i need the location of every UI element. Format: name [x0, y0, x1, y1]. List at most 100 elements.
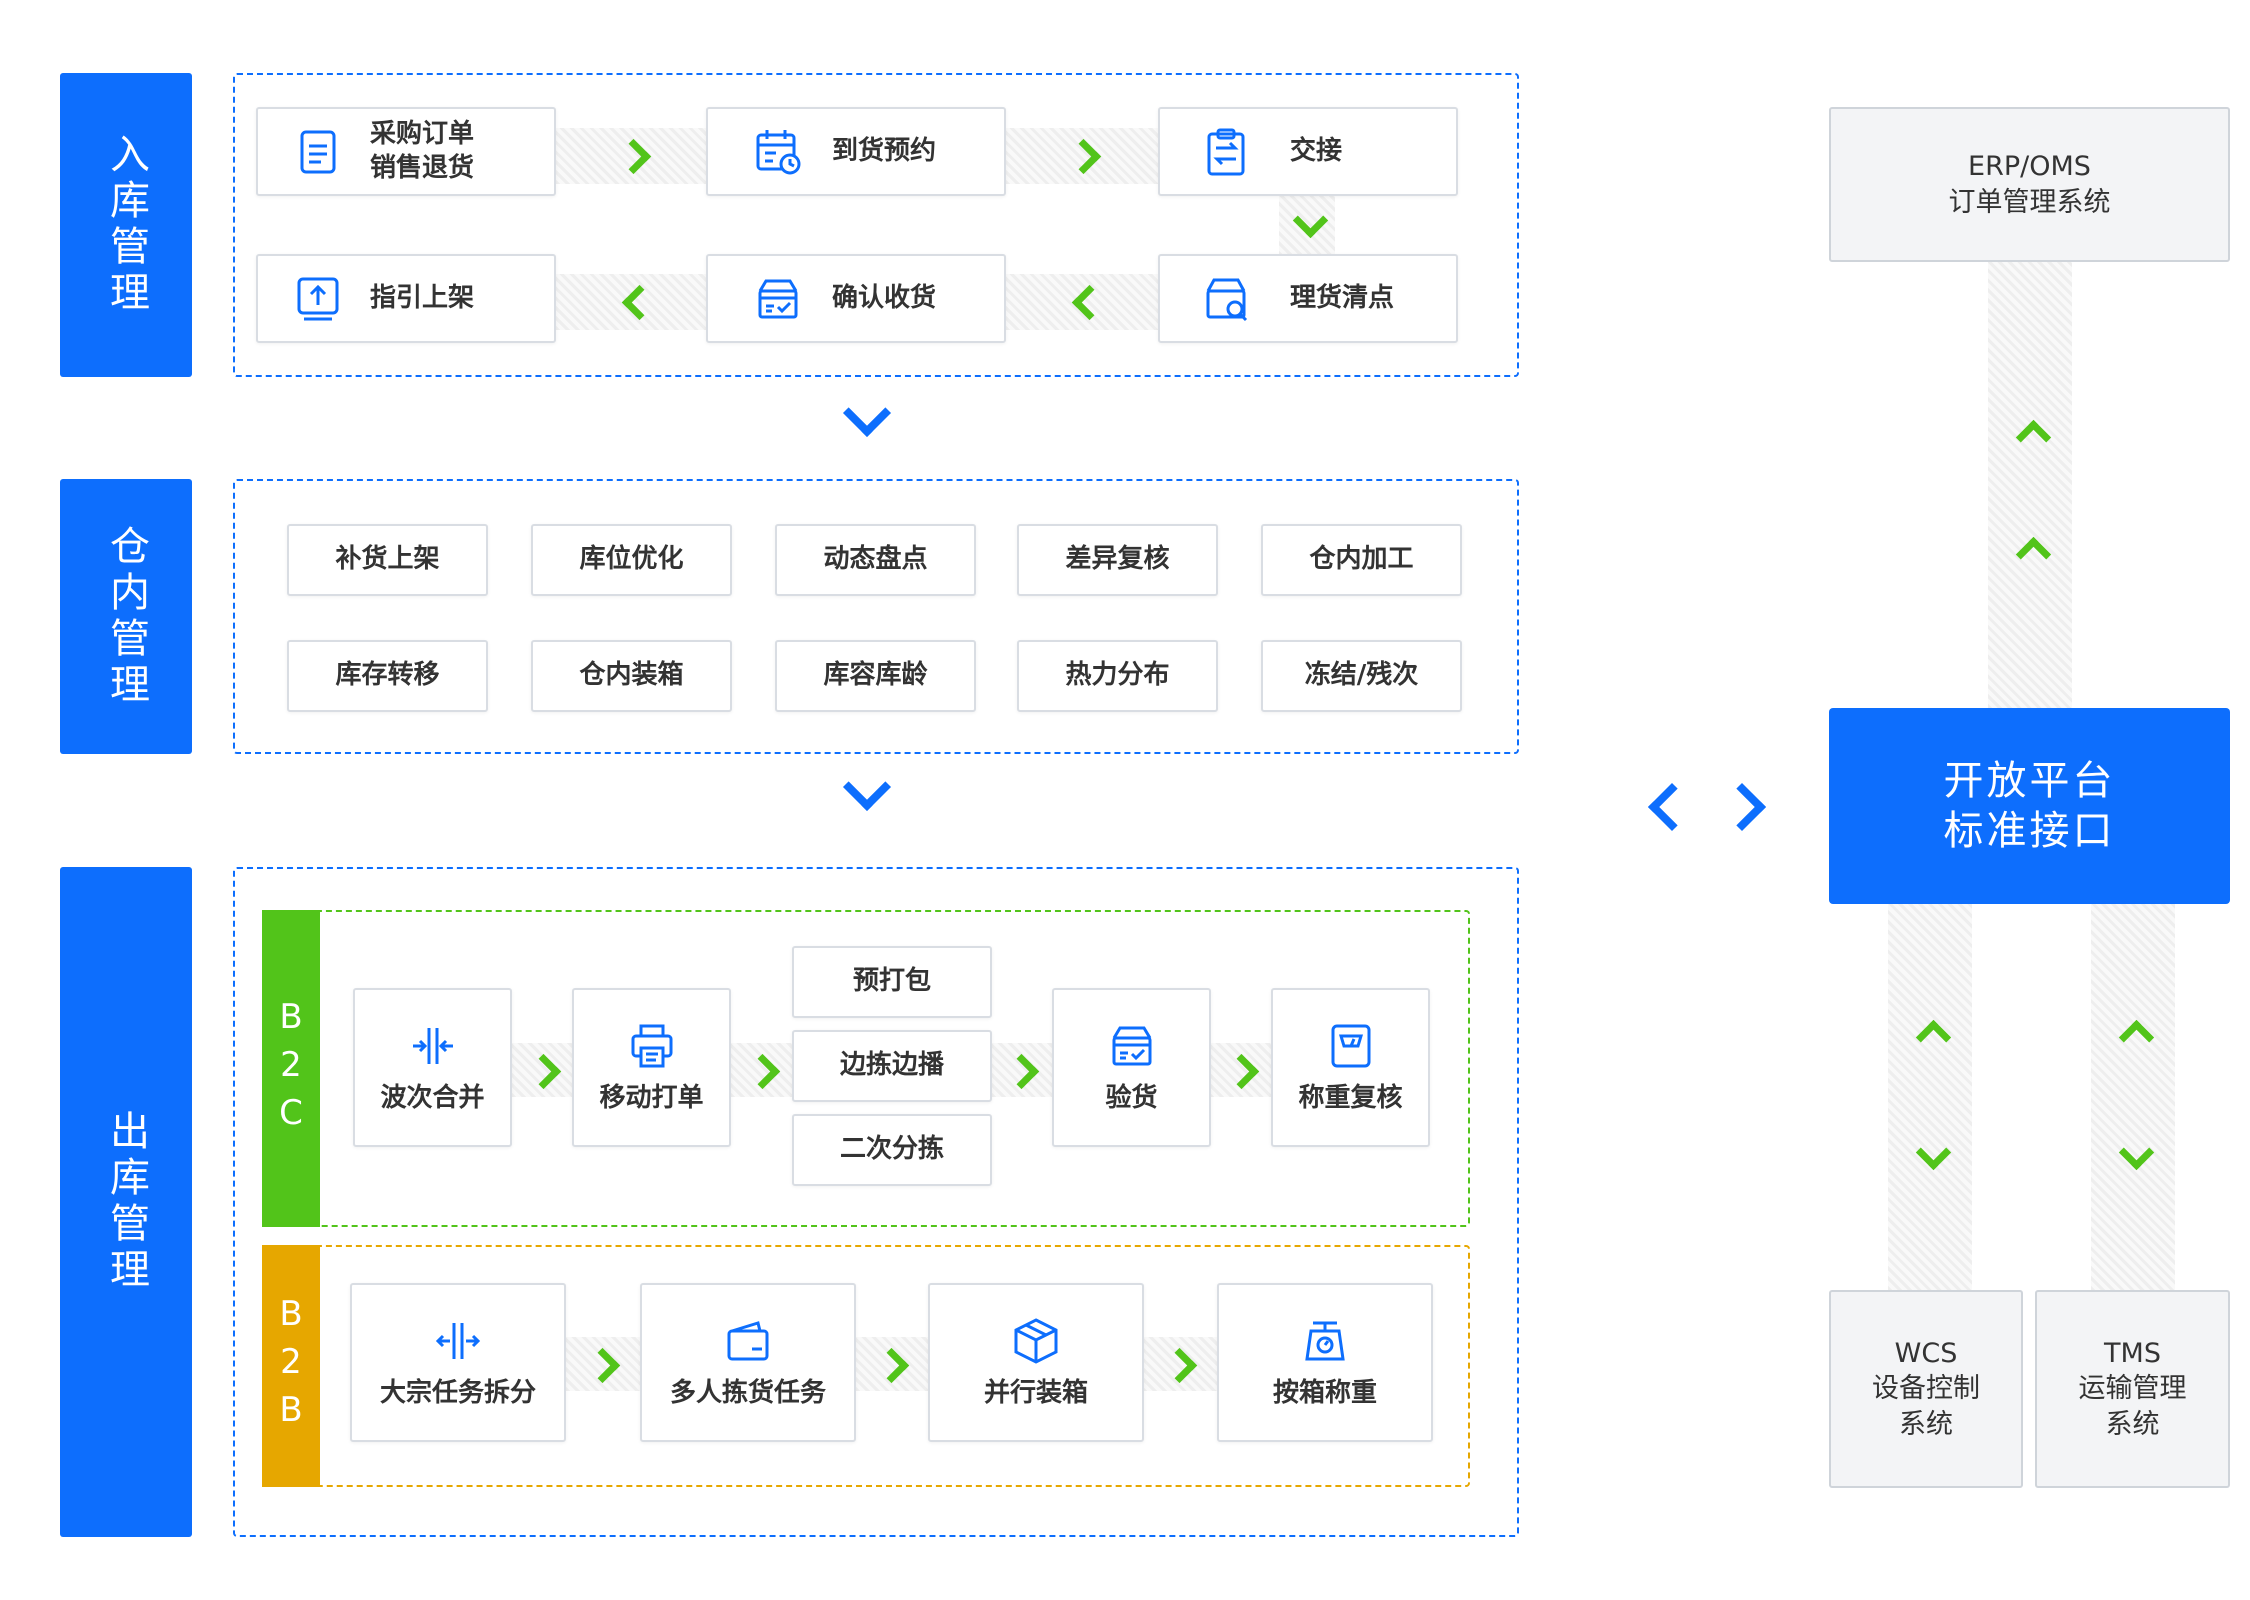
open-platform-label: 开放平台 标准接口: [1943, 758, 2116, 854]
tms-box[interactable]: TMS 运输管理 系统: [2035, 1290, 2230, 1488]
printer-icon: [626, 1020, 678, 1072]
connector: [556, 128, 706, 184]
scale-icon: [1325, 1020, 1377, 1072]
b2c-option[interactable]: 边拣边播: [792, 1030, 992, 1102]
wcs-box[interactable]: WCS 设备控制 系统: [1829, 1290, 2023, 1488]
inventory-item-label: 库位优化: [579, 544, 684, 575]
b2c-tag: B2C: [262, 910, 320, 1227]
b2c-step-weigh-review[interactable]: 称重复核: [1271, 988, 1430, 1147]
b2c-option[interactable]: 二次分拣: [792, 1114, 992, 1186]
connector: [731, 1043, 795, 1097]
b2c-option[interactable]: 预打包: [792, 946, 992, 1018]
section-label-outbound: 出库管理: [60, 867, 192, 1537]
b2b-step-bulk-split[interactable]: 大宗任务拆分: [350, 1283, 566, 1442]
section-label-outbound-text: 出库管理: [103, 1110, 149, 1294]
connector: [1988, 262, 2072, 708]
b2b-step-label: 并行装箱: [983, 1377, 1088, 1408]
inventory-item[interactable]: 冻结/残次: [1261, 640, 1462, 712]
inventory-item[interactable]: 仓内装箱: [531, 640, 732, 712]
section-label-inventory-text: 仓内管理: [103, 524, 149, 709]
inbound-step-count[interactable]: 理货清点: [1158, 254, 1458, 343]
b2b-step-label: 多人拣货任务: [669, 1377, 826, 1408]
inventory-item[interactable]: 差异复核: [1017, 524, 1218, 596]
b2c-step-inspection[interactable]: 验货: [1052, 988, 1211, 1147]
clipboard-transfer-icon: [1200, 126, 1252, 178]
open-platform-box[interactable]: 开放平台 标准接口: [1829, 708, 2230, 904]
inventory-item[interactable]: 热力分布: [1017, 640, 1218, 712]
inventory-item-label: 补货上架: [335, 544, 440, 575]
inbound-step-handover[interactable]: 交接: [1158, 107, 1458, 196]
inventory-item-label: 动态盘点: [823, 544, 928, 575]
inventory-item-label: 差异复核: [1065, 544, 1170, 575]
b2b-step-parallel-pack[interactable]: 并行装箱: [928, 1283, 1144, 1442]
b2c-step-label: 称重复核: [1298, 1082, 1403, 1113]
merge-icon: [407, 1020, 459, 1072]
wcs-label: WCS 设备控制 系统: [1872, 1338, 1980, 1440]
b2c-step-label: 波次合并: [380, 1082, 485, 1113]
connector: [2091, 904, 2175, 1290]
tms-label: TMS 运输管理 系统: [2078, 1338, 2187, 1440]
inventory-item[interactable]: 动态盘点: [775, 524, 976, 596]
split-icon: [432, 1315, 484, 1367]
inbound-step-label: 指引上架: [370, 282, 475, 313]
inbound-step-label: 确认收货: [832, 282, 937, 313]
inventory-item-label: 仓内装箱: [579, 660, 684, 691]
b2c-option-label: 二次分拣: [839, 1134, 944, 1165]
connector: [556, 274, 706, 330]
connector: [566, 1337, 640, 1391]
b2b-step-multi-pick[interactable]: 多人拣货任务: [640, 1283, 856, 1442]
b2b-tag-text: B2B: [271, 1294, 311, 1438]
cube-icon: [1010, 1315, 1062, 1367]
connector: [1143, 1337, 1217, 1391]
b2c-option-label: 边拣边播: [839, 1050, 944, 1081]
inbound-step-label: 理货清点: [1290, 282, 1395, 313]
connector: [992, 1043, 1052, 1097]
inbound-step-appointment[interactable]: 到货预约: [706, 107, 1006, 196]
b2c-step-label: 移动打单: [599, 1082, 704, 1113]
inbound-step-purchase[interactable]: 采购订单 销售退货: [256, 107, 556, 196]
inbound-container: [233, 73, 1519, 377]
inventory-item[interactable]: 库存转移: [287, 640, 488, 712]
connector: [1210, 1043, 1272, 1097]
box-check-icon: [752, 273, 804, 325]
b2b-step-label: 按箱称重: [1272, 1377, 1377, 1408]
inventory-item-label: 冻结/残次: [1304, 660, 1419, 691]
inbound-step-label: 交接: [1290, 135, 1343, 166]
b2b-step-box-weigh[interactable]: 按箱称重: [1217, 1283, 1433, 1442]
flow-down-icon: [842, 762, 892, 812]
section-label-inbound-text: 入库管理: [103, 133, 149, 317]
inventory-item[interactable]: 库容库龄: [775, 640, 976, 712]
calendar-clock-icon: [752, 126, 804, 178]
erp-oms-box[interactable]: ERP/OMS 订单管理系统: [1829, 107, 2230, 262]
box-search-icon: [1200, 273, 1252, 325]
inventory-container: [233, 479, 1519, 754]
b2c-step-wave-merge[interactable]: 波次合并: [353, 988, 512, 1147]
connector: [512, 1043, 574, 1097]
b2b-tag: B2B: [262, 1245, 320, 1487]
connector: [1279, 195, 1335, 255]
inventory-item-label: 库容库龄: [823, 660, 928, 691]
inbound-step-receipt[interactable]: 确认收货: [706, 254, 1006, 343]
flow-down-icon: [842, 388, 892, 438]
connector: [856, 1337, 928, 1391]
inventory-item[interactable]: 仓内加工: [1261, 524, 1462, 596]
box-check-icon: [1106, 1020, 1158, 1072]
document-icon: [292, 126, 344, 178]
arrow-left-icon: [1647, 782, 1697, 832]
connector: [1006, 274, 1158, 330]
inbound-step-putaway[interactable]: 指引上架: [256, 254, 556, 343]
b2c-step-mobile-print[interactable]: 移动打单: [572, 988, 731, 1147]
wallet-icon: [722, 1315, 774, 1367]
b2c-option-label: 预打包: [852, 966, 931, 997]
inventory-item[interactable]: 补货上架: [287, 524, 488, 596]
outbound-container: [233, 867, 1519, 1537]
inventory-item-label: 仓内加工: [1309, 544, 1414, 575]
erp-oms-label: ERP/OMS 订单管理系统: [1948, 151, 2111, 218]
b2c-tag-text: B2C: [271, 996, 311, 1141]
weighing-scale-icon: [1299, 1315, 1351, 1367]
connector: [1006, 128, 1158, 184]
inventory-item[interactable]: 库位优化: [531, 524, 732, 596]
arrow-right-icon: [1717, 782, 1767, 832]
inventory-item-label: 库存转移: [335, 660, 440, 691]
connector: [1888, 904, 1972, 1290]
